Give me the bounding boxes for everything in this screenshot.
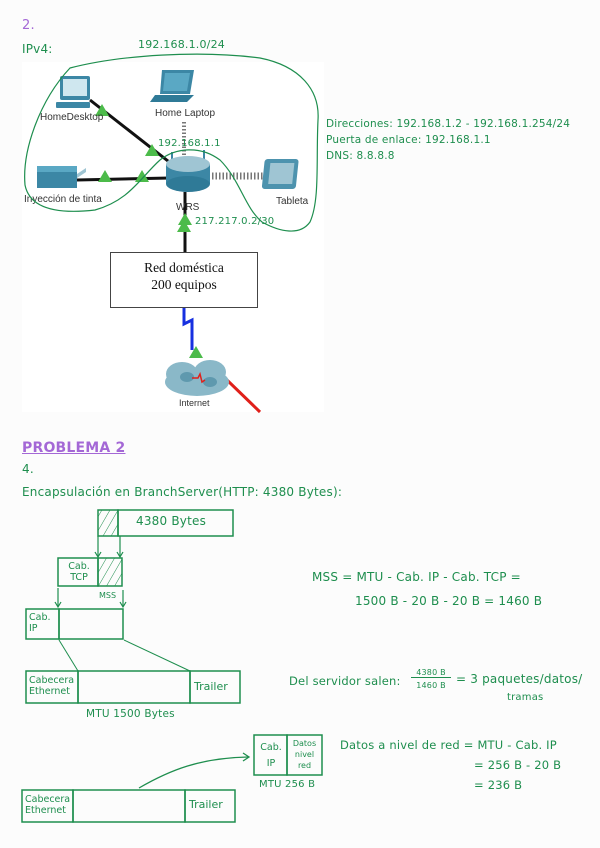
router-icon [166,150,210,192]
status-triangle [95,104,109,116]
eth-header-label: Cabecera Ethernet [29,675,75,697]
internet-cloud-icon [165,360,229,396]
trailer-label-2: Trailer [189,798,223,811]
status-triangle [177,220,191,232]
status-triangle [135,170,149,182]
mtu-256-label: MTU 256 B [259,779,316,790]
net-data-formula-line2: = 256 B - 20 B [474,758,562,772]
printer-icon [37,166,86,188]
status-triangle [98,170,112,182]
eth-trailer-box [189,670,241,704]
packets-denominator: 1460 B [416,681,446,690]
arrow-down-icon [119,601,127,609]
ip-header-label: Cab. IP [29,612,51,634]
gateway-note: Puerta de enlace: 192.168.1.1 [326,134,491,146]
network-diagram: HomeDesktop Home Laptop Inyección de tin… [22,62,324,414]
mss-label: MSS [99,591,117,600]
app-data-label: 4380 Bytes [136,514,207,528]
net-data-box [286,734,323,776]
arrow-right-icon [242,752,251,762]
mtu-label: MTU 1500 Bytes [86,708,175,720]
home-network-line1: Red doméstica [144,260,224,275]
lan-boundary-outline [24,53,319,232]
home-network-box: Red doméstica 200 equipos [110,252,258,308]
trailer-label: Trailer [194,680,228,693]
tablet-label: Tableta [276,196,309,207]
link-printer-router [76,176,171,182]
problem-number: 4. [22,462,34,476]
home-desktop-label: HomeDesktop [40,112,104,123]
link-network-internet [182,308,194,350]
network-address: 192.168.1.0/24 [138,38,225,51]
packets-result-cont: tramas [507,692,544,703]
packets-result: = 3 paquetes/datos/ [456,672,583,686]
status-triangle [145,144,159,156]
dns-note: DNS: 8.8.8.8 [326,150,395,162]
net-data-formula-line3: = 236 B [474,778,523,792]
arrow-down-icon [94,551,102,559]
packets-numerator: 4380 B [411,668,451,678]
home-network-line2: 200 equipos [151,277,217,292]
printer-label: Inyección de tinta [24,194,102,205]
net-data-formula-line1: Datos a nivel de red = MTU - Cab. IP [340,738,557,752]
wan-ip-label: 217.217.0.2/30 [195,216,275,227]
status-triangle [189,346,203,358]
app-data-segment [117,509,234,537]
ipv4-label: IPv4: [22,42,53,56]
packets-prefix: Del servidor salen: [289,674,401,688]
diagram-links [37,70,299,414]
encapsulation-title: Encapsulación en BranchServer(HTTP: 4380… [22,485,343,499]
status-triangle [178,213,192,225]
section-number: 2. [22,18,35,33]
eth-header-label-2: Cabecera Ethernet [25,794,71,816]
problem-title: PROBLEMA 2 [22,440,126,456]
mss-formula-line2: 1500 B - 20 B - 20 B = 1460 B [355,594,543,608]
link-internet-external [225,378,262,414]
tablet-icon [261,159,299,189]
tcp-header-label: Cab. TCP [68,561,90,583]
app-header-hatched [97,509,119,537]
eth-trailer-box-2 [184,789,236,823]
gateway-ip-label: 192.168.1.1 [158,138,221,149]
eth-payload-box [77,670,191,704]
home-laptop-label: Home Laptop [155,108,216,119]
internet-label: Internet [179,398,210,408]
arrow-down-icon [116,551,124,559]
mss-formula-line1: MSS = MTU - Cab. IP - Cab. TCP = [312,570,521,584]
net-data-label: Datos nivel red [292,739,317,770]
desktop-computer-icon [56,76,90,108]
laptop-icon [150,70,194,102]
ip-header-label-2: Cab. IP [260,742,282,769]
arrow-down-icon [54,601,62,609]
addresses-note: Direcciones: 192.168.1.2 - 192.168.1.254… [326,118,571,130]
tcp-payload-hatched [97,557,123,587]
eth-payload-box-2 [72,789,186,823]
router-label: WRS [176,202,200,213]
ip-payload-box [58,608,124,640]
